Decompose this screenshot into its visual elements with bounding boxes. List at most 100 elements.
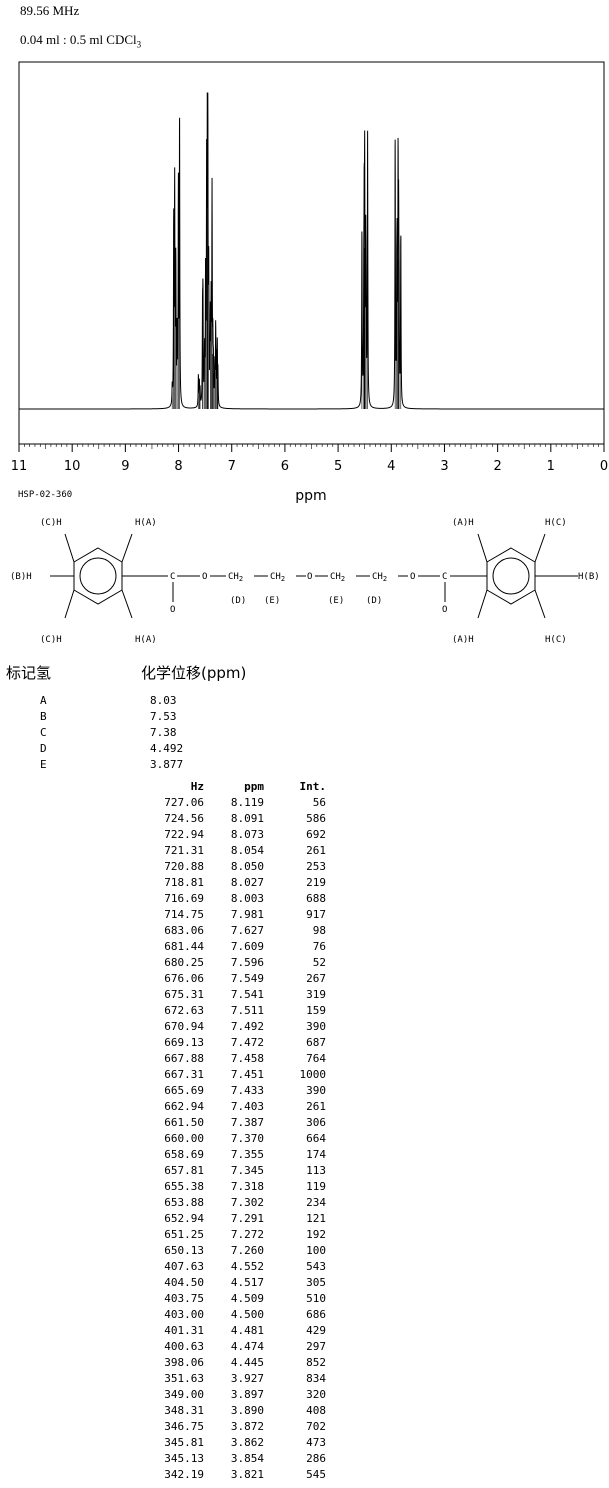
cell-int: 510 — [306, 1292, 326, 1305]
cell-hz: 724.56 — [164, 812, 204, 825]
cell-ppm: 8.119 — [230, 796, 264, 809]
cell-int: 545 — [306, 1468, 326, 1481]
cell-ppm: 7.387 — [230, 1116, 264, 1129]
cell-hz: 657.81 — [164, 1164, 204, 1177]
cell-int: 234 — [306, 1196, 326, 1209]
cell-hz: 662.94 — [164, 1100, 204, 1113]
cell-ppm: 8.003 — [230, 892, 264, 905]
cell-ppm: 8.054 — [230, 844, 264, 857]
label-e-right: (E) — [328, 596, 344, 606]
cell-int: 764 — [306, 1052, 326, 1065]
ch2-e-right: CH2 — [330, 572, 345, 583]
x-axis-label: ppm — [295, 488, 326, 504]
cell-int: 253 — [306, 860, 326, 873]
label-right-hb: H(B) — [578, 572, 600, 582]
assignment-value: 4.492 — [150, 742, 184, 755]
carbonyl-c-right: C — [442, 572, 447, 582]
carbonyl-o-left: O — [170, 605, 175, 615]
cell-int: 692 — [306, 828, 326, 841]
cell-hz: 718.81 — [164, 876, 204, 889]
right-ring-circle — [492, 557, 530, 595]
cell-hz: 670.94 — [164, 1020, 204, 1033]
assignment-value: 7.53 — [150, 710, 177, 723]
cell-hz: 716.69 — [164, 892, 204, 905]
label-left-ha-bot: H(A) — [135, 635, 157, 645]
cell-int: 852 — [306, 1356, 326, 1369]
cell-hz: 348.31 — [164, 1404, 204, 1417]
cell-hz: 653.88 — [164, 1196, 204, 1209]
cell-hz: 680.25 — [164, 956, 204, 969]
label-d-right: (D) — [366, 596, 382, 606]
cell-int: 917 — [306, 908, 326, 921]
cell-int: 664 — [306, 1132, 326, 1145]
cell-ppm: 3.890 — [230, 1404, 264, 1417]
cell-ppm: 7.627 — [230, 924, 264, 937]
label-left-ch-top: (C)H — [40, 518, 62, 528]
chemical-shift-header: 化学位移(ppm) — [141, 664, 247, 682]
cell-ppm: 7.981 — [230, 908, 264, 921]
cell-ppm: 4.500 — [230, 1308, 264, 1321]
cell-int: 76 — [312, 940, 326, 953]
cell-hz: 727.06 — [164, 796, 204, 809]
cell-int: 319 — [306, 988, 326, 1001]
assignment-label: B — [40, 710, 47, 723]
cell-hz: 404.50 — [164, 1276, 204, 1289]
cell-hz: 667.88 — [164, 1052, 204, 1065]
cell-int: 98 — [312, 924, 326, 937]
label-e-left: (E) — [264, 596, 280, 606]
assignment-label: D — [40, 742, 47, 755]
cell-ppm: 7.355 — [230, 1148, 264, 1161]
cell-int: 174 — [306, 1148, 326, 1161]
cell-int: 100 — [306, 1244, 326, 1257]
cell-ppm: 7.596 — [230, 956, 264, 969]
cell-int: 113 — [306, 1164, 326, 1177]
cell-int: 56 — [312, 796, 326, 809]
cell-int: 586 — [306, 812, 326, 825]
cell-ppm: 7.541 — [230, 988, 264, 1001]
x-tick-label-0: 0 — [600, 459, 608, 474]
cell-ppm: 7.451 — [230, 1068, 264, 1081]
cell-hz: 714.75 — [164, 908, 204, 921]
cell-ppm: 4.445 — [230, 1356, 264, 1369]
x-tick-label-10: 10 — [64, 459, 81, 474]
left-benzene-ring — [73, 547, 123, 605]
table-row: 657.81 7.345 113 — [0, 1164, 340, 1180]
peak-marks — [171, 93, 402, 409]
cell-ppm: 7.492 — [230, 1020, 264, 1033]
label-right-ah-top: (A)H — [452, 518, 474, 528]
cell-int: 408 — [306, 1404, 326, 1417]
ch2-e-left: CH2 — [270, 572, 285, 583]
cell-ppm: 7.458 — [230, 1052, 264, 1065]
cell-ppm: 3.854 — [230, 1452, 264, 1465]
cell-ppm: 7.345 — [230, 1164, 264, 1177]
cell-int: 306 — [306, 1116, 326, 1129]
cell-hz: 407.63 — [164, 1260, 204, 1273]
spectrometer-frequency: 89.56 MHz — [20, 3, 80, 18]
right-benzene-ring — [486, 547, 536, 605]
x-tick-label-6: 6 — [281, 459, 289, 474]
x-tick-label-3: 3 — [440, 459, 448, 474]
ch2-d-left: CH2 — [228, 572, 243, 583]
cell-int: 429 — [306, 1324, 326, 1337]
x-tick-label-5: 5 — [334, 459, 342, 474]
cell-int: 702 — [306, 1420, 326, 1433]
cell-ppm: 3.927 — [230, 1372, 264, 1385]
cell-hz: 345.81 — [164, 1436, 204, 1449]
